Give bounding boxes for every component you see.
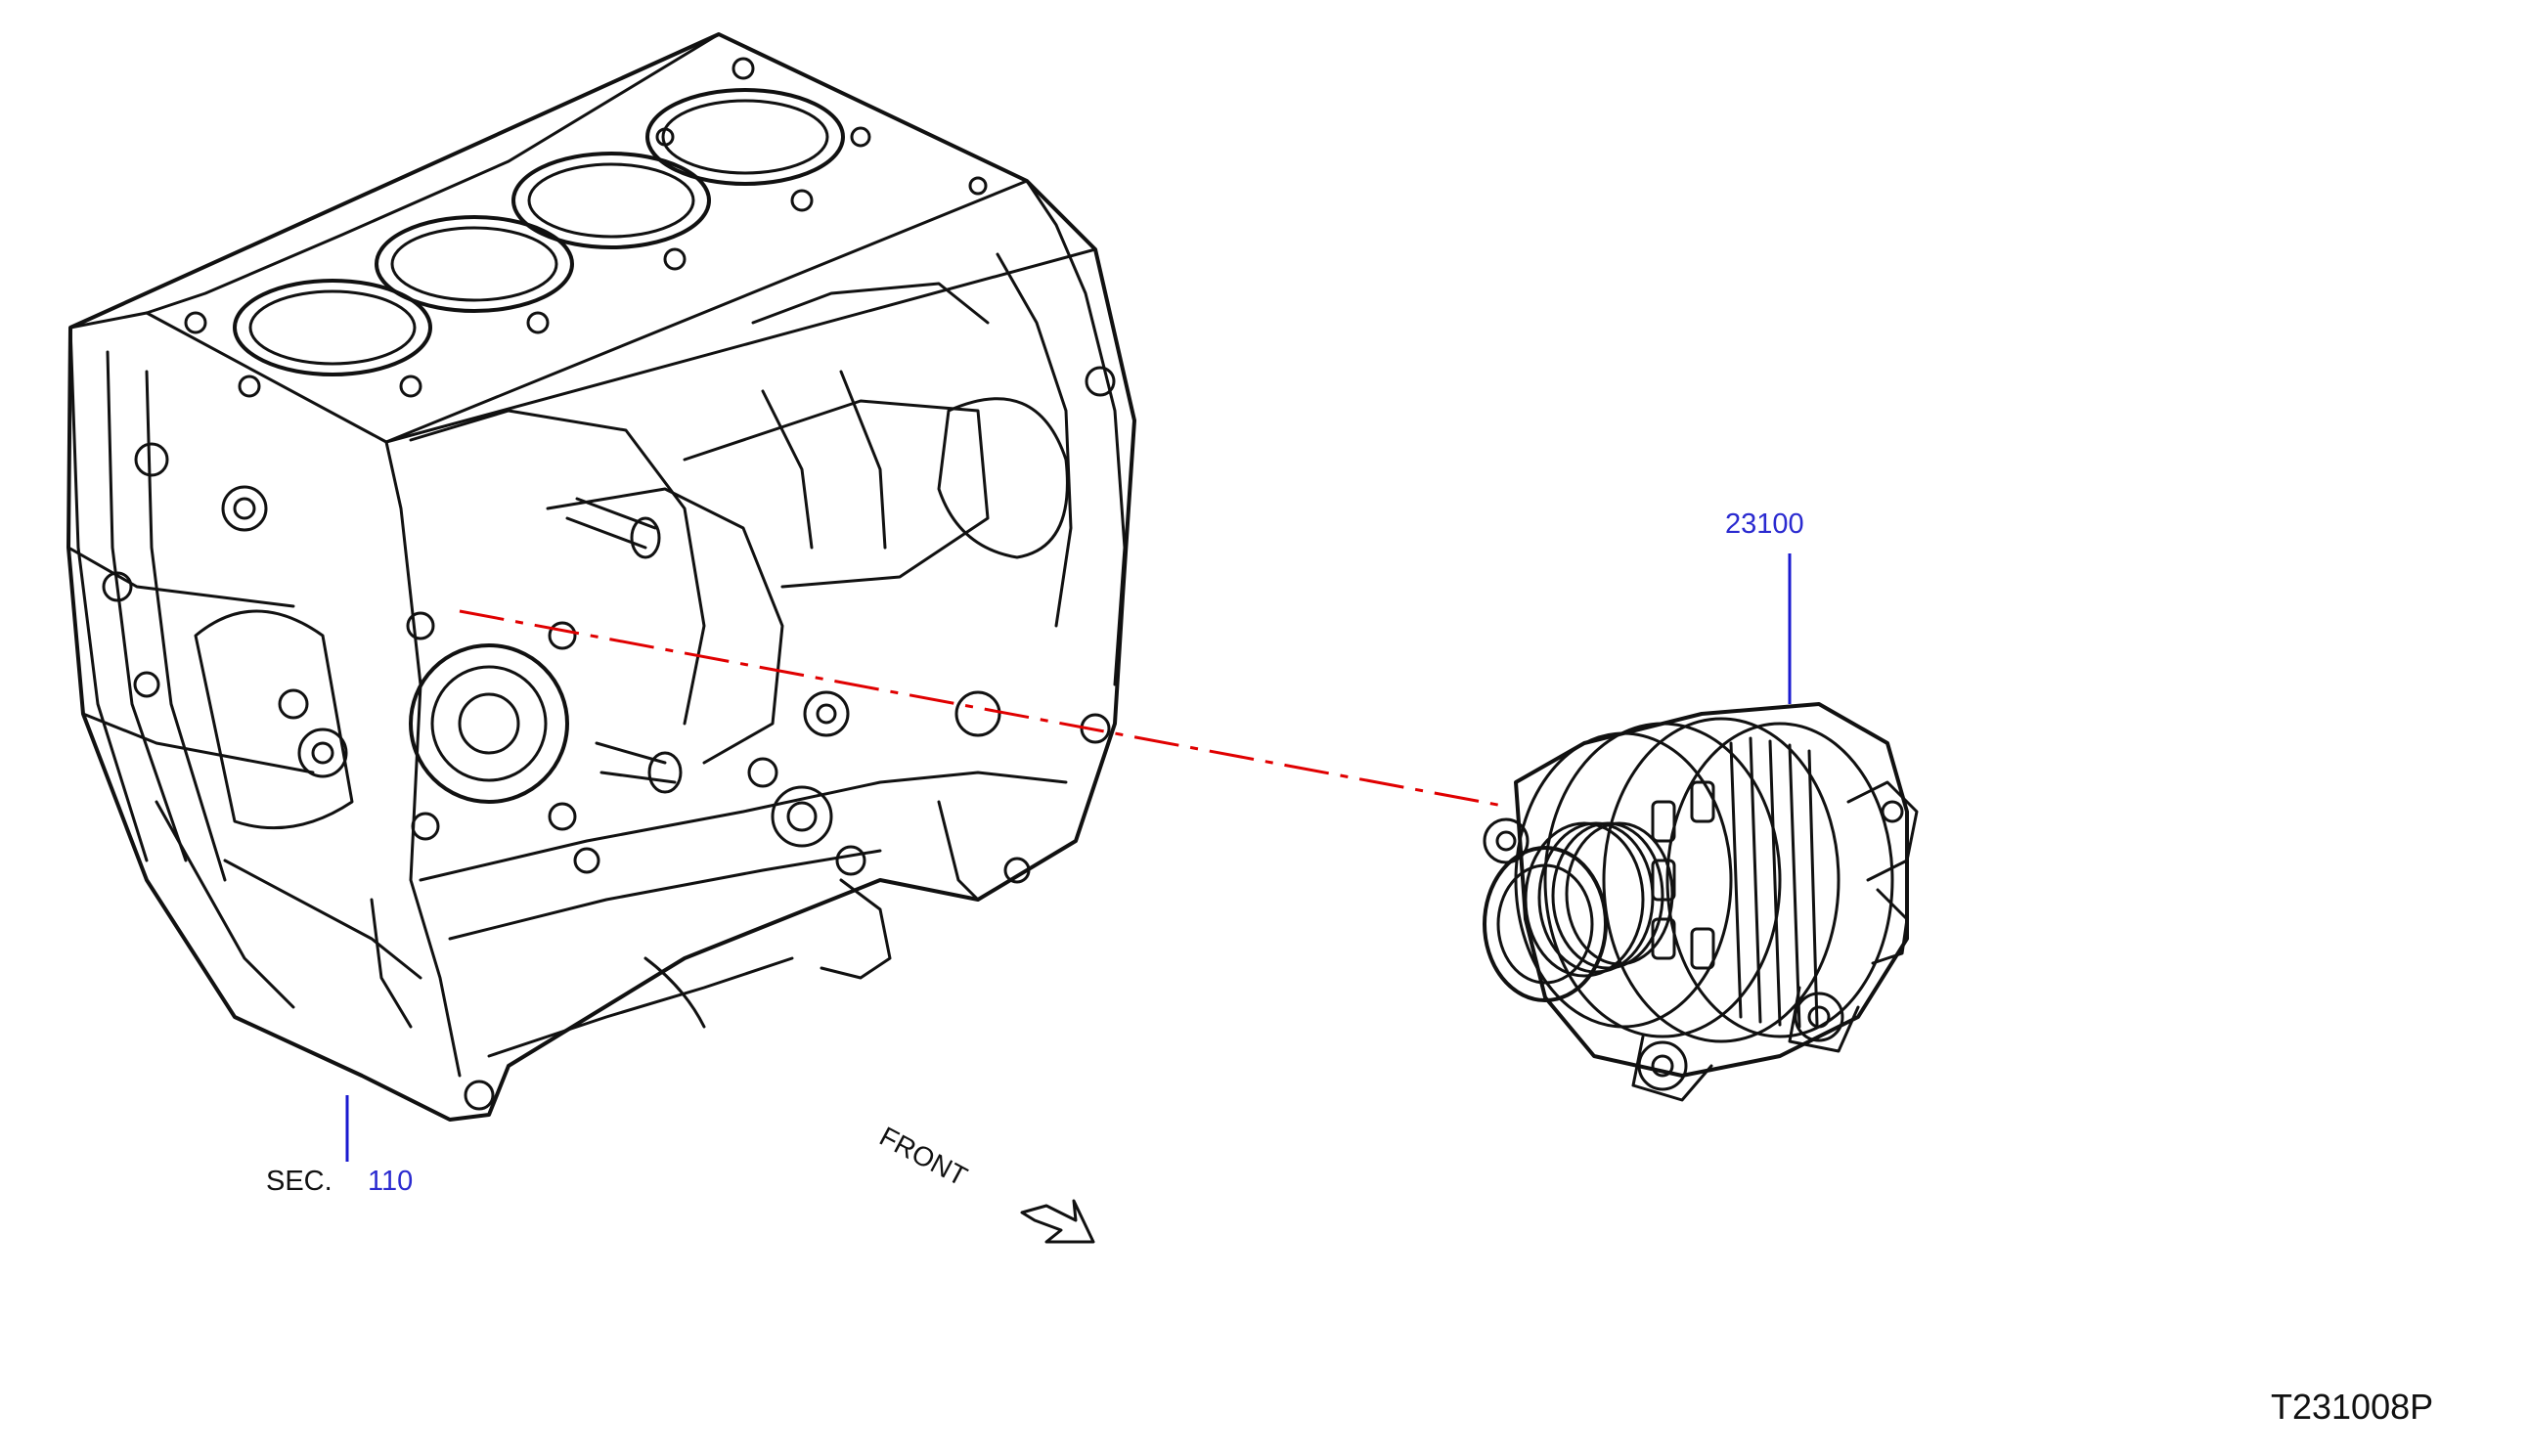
front-arrow-icon <box>1020 1199 1095 1244</box>
alignment-centerline <box>459 609 1509 809</box>
section-reference-number[interactable]: 110 <box>368 1166 414 1197</box>
section-reference-label: SEC. <box>266 1166 333 1197</box>
alternator-illustration <box>1483 702 1919 1102</box>
figure-code: T231008P <box>2271 1387 2434 1427</box>
part-number-alternator[interactable]: 23100 <box>1725 508 1804 540</box>
engine-block-illustration <box>67 32 1136 1122</box>
